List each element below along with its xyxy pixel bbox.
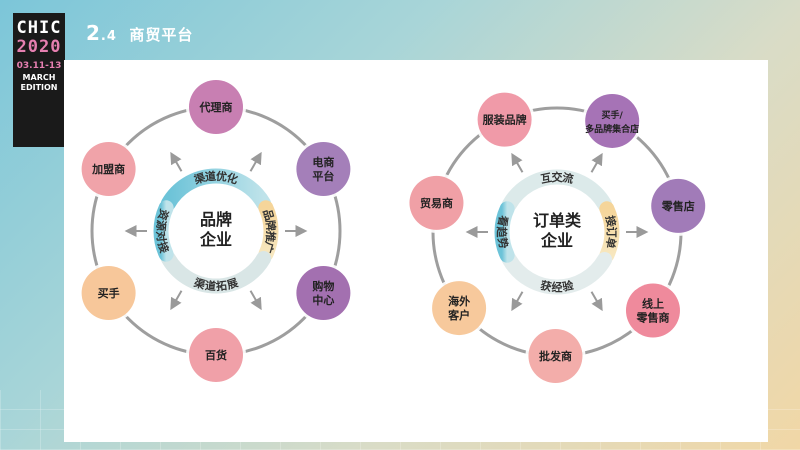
left-diagram-arrow [170, 290, 183, 311]
left-diagram-node-label: 加盟商 [91, 162, 125, 176]
right-diagram-node [528, 328, 583, 383]
left-diagram-center-text: 企业 [199, 230, 232, 249]
right-diagram-arrow [590, 291, 603, 312]
right-diagram-node-label: 批发商 [539, 349, 572, 363]
right-diagram-arc-label: 获经验 [539, 278, 575, 294]
chic-logo: CHIC 2020 03.11-13 MARCH EDITION [13, 13, 65, 147]
page-title: 2.4 商贸平台 [86, 21, 193, 45]
right-diagram-node-label: 多品牌集合店 [585, 123, 639, 135]
right-diagram-arrow [590, 152, 603, 173]
left-diagram-node-label: 中心 [312, 293, 334, 307]
right-diagram-node-label: 买手/ [602, 109, 624, 121]
left-diagram-arc-band [160, 251, 272, 294]
right-diagram-node [651, 178, 706, 233]
section-number: 2 [86, 21, 101, 45]
left-diagram-arrow [170, 151, 183, 172]
right-diagram-node [432, 281, 487, 336]
left-diagram-node-label: 平台 [312, 169, 334, 183]
left-diagram-center-text: 品牌 [200, 210, 232, 229]
right-diagram-arc-band [599, 201, 620, 263]
right-diagram-arc-band [501, 252, 613, 295]
content-panel [64, 60, 768, 442]
right-diagram-arrow [511, 291, 524, 312]
left-diagram-arrow [249, 151, 262, 172]
logo-line1: CHIC [16, 18, 62, 38]
logo-edition: MARCH EDITION [20, 73, 58, 92]
right-diagram-arrow [511, 152, 524, 173]
left-diagram-node [189, 80, 243, 134]
right-diagram-node-label: 客户 [447, 308, 470, 322]
right-diagram-node-label: 零售店 [661, 199, 695, 213]
right-diagram-center-text: 企业 [540, 231, 573, 250]
section-subnumber: .4 [100, 29, 117, 44]
right-diagram-node-label: 贸易商 [420, 196, 453, 210]
left-diagram-node-label: 电商 [312, 155, 334, 169]
right-diagram-node [585, 93, 640, 148]
right-diagram-node [625, 283, 680, 338]
left-diagram-node-label: 买手 [98, 286, 120, 300]
left-diagram-node-label: 百货 [205, 348, 227, 362]
right-diagram-arc-label: 接订单 [603, 214, 619, 249]
right-diagram-arc-band [501, 169, 613, 212]
right-diagram-node-label: 零售商 [635, 311, 669, 325]
right-diagram-node-label: 服装品牌 [483, 113, 527, 127]
right-diagram-arc-band [494, 201, 515, 263]
logo-date: 03.11-13 [16, 61, 62, 71]
left-diagram-node-label: 购物 [312, 279, 334, 293]
left-diagram-arc-band [258, 200, 279, 262]
right-diagram-node-label: 海外 [448, 294, 470, 308]
right-diagram-node [477, 92, 532, 147]
left-diagram-node [189, 328, 243, 382]
section-title: 商贸平台 [129, 26, 194, 44]
left-diagram-arc-band [160, 168, 272, 211]
left-diagram-node [296, 266, 351, 320]
right-diagram-node [409, 175, 464, 230]
right-diagram-arc-label: 互交流 [540, 170, 575, 186]
left-diagram-arrow [249, 290, 262, 311]
left-diagram-node [81, 142, 136, 196]
left-diagram-node [81, 266, 136, 320]
left-diagram-arc-band [153, 200, 174, 262]
right-diagram-node-label: 线上 [642, 297, 664, 311]
left-diagram-node-label: 代理商 [199, 100, 233, 114]
left-diagram-node [296, 142, 351, 196]
logo-line2: 2020 [16, 37, 62, 57]
right-diagram-center-text: 订单类 [533, 211, 582, 230]
right-diagram-arc-label: 看趋势 [495, 214, 511, 249]
